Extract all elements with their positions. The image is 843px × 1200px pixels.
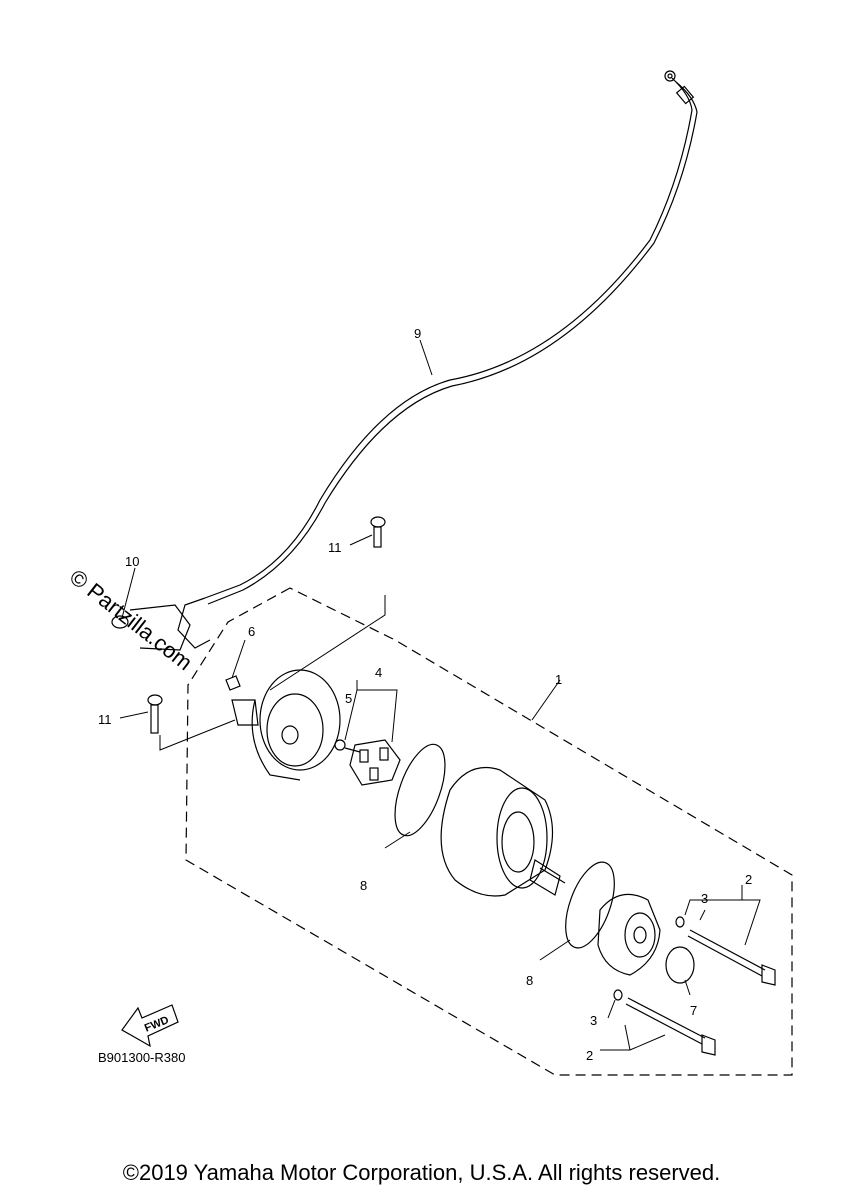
gasket-8-lower [565,861,615,949]
bolt-2-lower [625,997,716,1056]
callout-3-lower: 3 [590,1013,597,1028]
starter-cable [177,70,698,649]
terminal-nut [111,604,191,651]
callout-3-upper: 3 [701,891,708,906]
bolt-2-upper [687,929,776,986]
armature-gear [529,859,566,896]
o-ring-7 [665,946,695,984]
rear-cover [597,893,661,976]
gasket-8-upper [394,743,446,837]
brush-holder-4 [349,739,401,786]
callout-1: 1 [555,672,562,687]
diagram-code: B901300-R380 [98,1050,186,1065]
callout-8-lower: 8 [526,973,533,988]
callout-11-upper: 11 [328,540,342,555]
nut-6 [225,675,241,691]
callout-9: 9 [414,326,421,341]
fwd-arrow-icon [121,1004,179,1048]
leader-lines [119,339,761,1051]
callout-10: 10 [125,554,139,569]
screw-11-lower [147,694,163,734]
front-cover [231,669,341,781]
callout-8-upper: 8 [360,878,367,893]
callout-7: 7 [690,1003,697,1018]
watermark: © Partzilla.com [65,564,197,675]
o-ring-3-lower [613,989,623,1001]
screw-11-upper [370,516,386,548]
callout-2-upper: 2 [745,872,752,887]
o-ring-3-upper [675,916,685,928]
callout-4: 4 [375,665,382,680]
copyright-notice: ©2019 Yamaha Motor Corporation, U.S.A. A… [122,1160,721,1185]
assembly-outline [185,587,793,1076]
o-ring-5 [334,739,361,753]
callout-11-lower: 11 [98,712,112,727]
callout-5: 5 [345,691,352,706]
callout-6: 6 [248,624,255,639]
callout-2-lower: 2 [586,1048,593,1063]
yoke [440,766,554,897]
